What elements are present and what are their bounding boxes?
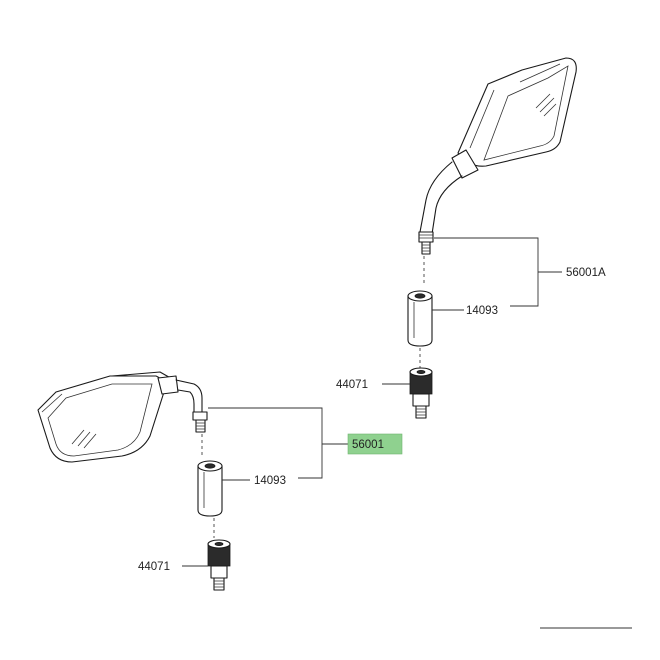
leader-56001a bbox=[434, 237, 562, 307]
spacer-right[interactable] bbox=[407, 290, 433, 347]
spacer-left[interactable] bbox=[197, 460, 223, 517]
label-56001a: 56001A bbox=[566, 267, 606, 279]
label-14093-left: 14093 bbox=[254, 475, 286, 487]
nut-left[interactable] bbox=[207, 539, 231, 591]
nut-right[interactable] bbox=[409, 367, 433, 419]
label-44071-left: 44071 bbox=[138, 561, 170, 573]
label-14093-right: 14093 bbox=[466, 305, 498, 317]
mirror-left[interactable] bbox=[37, 371, 208, 463]
leader-56001 bbox=[208, 407, 348, 479]
label-44071-right: 44071 bbox=[336, 379, 368, 391]
label-56001[interactable]: 56001 bbox=[352, 439, 384, 451]
label-56001-highlight bbox=[347, 433, 403, 455]
mirror-right[interactable] bbox=[418, 57, 577, 255]
